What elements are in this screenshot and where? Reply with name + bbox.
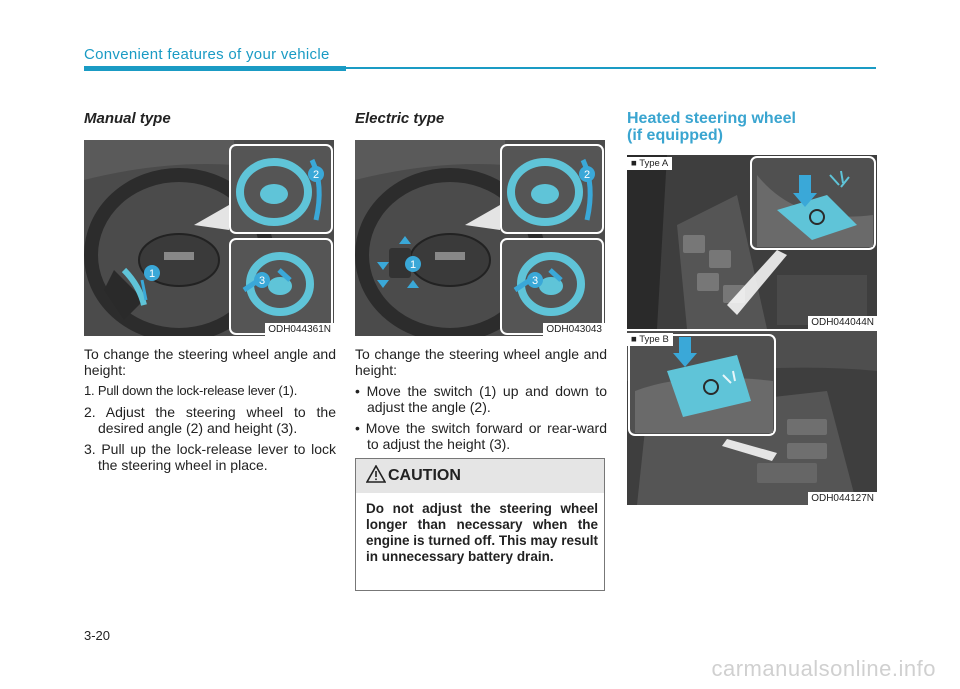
callout-2: 2 xyxy=(584,169,590,181)
manual-step: 2. Adjust the steering wheel to the desi… xyxy=(84,404,336,436)
type-b-illustration xyxy=(627,331,877,505)
manual-step: 3. Pull up the lock-release lever to loc… xyxy=(84,441,336,473)
callout-3-marker xyxy=(254,272,270,288)
manual-figure-code: ODH044361N xyxy=(265,323,334,336)
callout-1-marker xyxy=(144,265,160,281)
type-a-figure-code: ODH044044N xyxy=(808,316,877,329)
caution-label: CAUTION xyxy=(388,467,461,484)
electric-bullet: • Move the switch forward or rear-ward t… xyxy=(355,420,607,452)
heated-title-line2: (if equipped) xyxy=(627,127,723,144)
electric-bullets: • Move the switch (1) up and down to adj… xyxy=(355,383,607,452)
header-rule xyxy=(84,66,346,71)
watermark: carmanualsonline.info xyxy=(711,656,936,681)
header-rule-thin xyxy=(346,67,876,69)
header-title: Convenient features of your vehicle xyxy=(84,46,330,63)
heated-title-line1: Heated steering wheel xyxy=(627,110,796,127)
heated-figure-a: ■ Type A ODH044044N xyxy=(627,155,877,329)
electric-intro: To change the steering wheel angle and h… xyxy=(355,346,607,378)
heated-section: Heated steering wheel (if equipped) ■ Ty… xyxy=(627,110,879,505)
caution-text: Do not adjust the steering wheel longer … xyxy=(366,501,598,564)
manual-section: Manual type 1 2 3 xyxy=(84,110,336,473)
manual-step: 1. Pull down the lock-release lever (1). xyxy=(84,383,298,398)
type-b-tag: ■ Type B xyxy=(627,333,673,346)
electric-bullet: • Move the switch (1) up and down to adj… xyxy=(355,383,607,415)
callout-1: 1 xyxy=(149,268,155,280)
type-a-illustration xyxy=(627,155,877,329)
electric-figure: 1 2 3 ODH043043 xyxy=(355,140,605,336)
electric-section: Electric type 1 2 xyxy=(355,110,607,452)
manual-intro: To change the steering wheel angle and h… xyxy=(84,346,336,378)
heated-figure-b: ■ Type B ODH044127N xyxy=(627,331,877,505)
callout-1-marker xyxy=(405,256,421,272)
page-number: 3-20 xyxy=(84,628,111,643)
caution-box: CAUTION Do not adjust the steering wheel… xyxy=(355,458,605,591)
manual-steps: 1. Pull down the lock-release lever (1).… xyxy=(84,383,336,473)
callout-1: 1 xyxy=(410,259,416,271)
caution-header: CAUTION xyxy=(356,459,604,493)
type-b-figure-code: ODH044127N xyxy=(808,492,877,505)
type-a-tag: ■ Type A xyxy=(627,157,673,170)
manual-figure: 1 2 3 ODH044361N xyxy=(84,140,334,336)
callout-3: 3 xyxy=(532,275,538,287)
electric-title: Electric type xyxy=(355,110,445,127)
callout-2-marker xyxy=(579,166,595,182)
electric-illustration: 1 2 3 xyxy=(355,140,605,336)
callout-3: 3 xyxy=(259,275,265,287)
electric-figure-code: ODH043043 xyxy=(543,323,605,336)
callout-3-marker xyxy=(527,272,543,288)
manual-title: Manual type xyxy=(84,110,171,127)
manual-illustration: 1 2 3 xyxy=(84,140,334,336)
callout-2: 2 xyxy=(313,169,319,181)
callout-2-marker xyxy=(308,166,324,182)
warning-triangle-icon xyxy=(366,465,386,483)
